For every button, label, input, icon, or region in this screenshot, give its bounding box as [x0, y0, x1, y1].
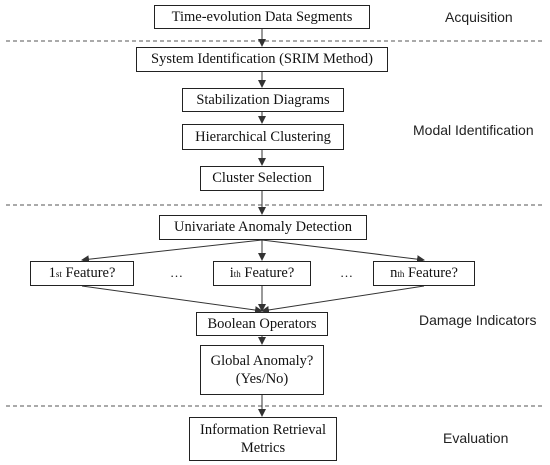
- node-system-identification: System Identification (SRIM Method): [136, 47, 388, 72]
- arrow-univariate-to-first: [81, 239, 263, 264]
- stage-label-modal-identification: Modal Identification: [413, 122, 534, 138]
- node-boolean-operators-label: Boolean Operators: [207, 315, 317, 332]
- node-univariate-anomaly-detection: Univariate Anomaly Detection: [159, 215, 367, 240]
- ellipsis-left: …: [170, 265, 183, 280]
- nth-feature-prefix: n: [390, 265, 398, 282]
- first-feature-suffix: Feature?: [61, 265, 116, 282]
- ith-feature-prefix: i: [229, 265, 234, 282]
- node-boolean-operators: Boolean Operators: [196, 312, 328, 336]
- node-global-anomaly-line1: Global Anomaly?: [210, 352, 314, 369]
- nth-feature-suffix: Feature?: [404, 265, 458, 282]
- node-hierarchical-clustering: Hierarchical Clustering: [182, 124, 344, 150]
- stage-label-acquisition: Acquisition: [445, 9, 513, 25]
- ith-feature-suffix: Feature?: [240, 265, 295, 282]
- node-hierarchical-clustering-label: Hierarchical Clustering: [195, 128, 331, 145]
- ellipsis-right: …: [340, 265, 353, 280]
- node-data-segments-label: Time-evolution Data Segments: [171, 8, 353, 25]
- node-information-retrieval-line2: Metrics: [240, 440, 286, 456]
- node-stabilization-diagrams-label: Stabilization Diagrams: [196, 91, 330, 108]
- node-information-retrieval-line1: Information Retrieval: [199, 421, 327, 438]
- first-feature-prefix: 1: [48, 265, 56, 282]
- arrow-univariate-to-nth: [261, 239, 425, 264]
- node-univariate-anomaly-detection-label: Univariate Anomaly Detection: [174, 219, 352, 236]
- node-global-anomaly: Global Anomaly? (Yes/No): [200, 345, 324, 395]
- node-stabilization-diagrams: Stabilization Diagrams: [182, 88, 344, 112]
- node-system-identification-label: System Identification (SRIM Method): [151, 51, 373, 68]
- arrow-nth-to-boolean: [261, 285, 425, 314]
- node-cluster-selection-label: Cluster Selection: [212, 170, 312, 187]
- stage-label-damage-indicators: Damage Indicators: [419, 312, 537, 328]
- node-cluster-selection: Cluster Selection: [200, 166, 324, 191]
- arrow-first-to-boolean: [81, 285, 263, 314]
- node-data-segments: Time-evolution Data Segments: [154, 5, 370, 29]
- node-global-anomaly-line2: (Yes/No): [235, 371, 289, 387]
- stage-label-evaluation: Evaluation: [443, 430, 509, 446]
- node-information-retrieval-metrics: Information Retrieval Metrics: [189, 417, 337, 461]
